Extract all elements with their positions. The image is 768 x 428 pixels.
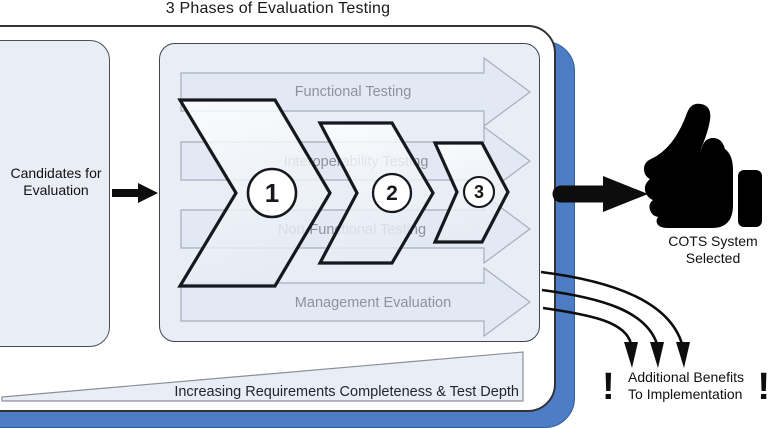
band-label-functional: Functional Testing	[295, 84, 412, 100]
candidates-label-line2: Evaluation	[23, 182, 89, 198]
output-arrow-icon	[552, 176, 648, 212]
phase-number-1: 1	[265, 178, 279, 208]
phase-number-3: 3	[474, 182, 484, 202]
page-title: 3 Phases of Evaluation Testing	[165, 0, 391, 17]
input-arrow-icon	[112, 183, 158, 203]
benefit-arrows	[540, 270, 690, 368]
cots-label-line1: COTS System	[668, 233, 758, 249]
benefits-line1: Additional Benefits	[628, 369, 744, 385]
benefits-line2: To Implementation	[628, 385, 743, 402]
candidates-box	[0, 40, 110, 347]
phase-circle-3	[462, 175, 496, 209]
benefit-arrow-3	[542, 306, 633, 345]
candidates-label: Candidates for Evaluation	[0, 165, 112, 199]
benefits-text: Additional Benefits To Implementation	[628, 369, 744, 402]
benefit-arrow-1	[540, 270, 684, 345]
exclamation-right: !	[757, 368, 768, 406]
phase-circle-2	[371, 172, 413, 214]
phase-circle-1	[246, 167, 298, 219]
candidates-label-line1: Candidates for	[10, 165, 102, 181]
exclamation-left: !	[602, 366, 615, 408]
benefit-arrow-2	[541, 288, 659, 345]
band-label-management: Management Evaluation	[295, 295, 451, 311]
thumbs-up-cuff	[738, 170, 762, 227]
wedge-label: Increasing Requirements Completeness & T…	[174, 384, 519, 400]
requirements-wedge: Increasing Requirements Completeness & T…	[1, 351, 524, 402]
cots-label-line2: Selected	[685, 250, 741, 266]
cots-selected-label: COTS System Selected	[645, 233, 768, 267]
phase-number-2: 2	[386, 182, 398, 205]
benefits-note: ! Additional Benefits To Implementation …	[602, 366, 768, 408]
thumbs-up-icon	[644, 103, 762, 228]
phase-chevrons: 1 2 3	[177, 98, 510, 288]
